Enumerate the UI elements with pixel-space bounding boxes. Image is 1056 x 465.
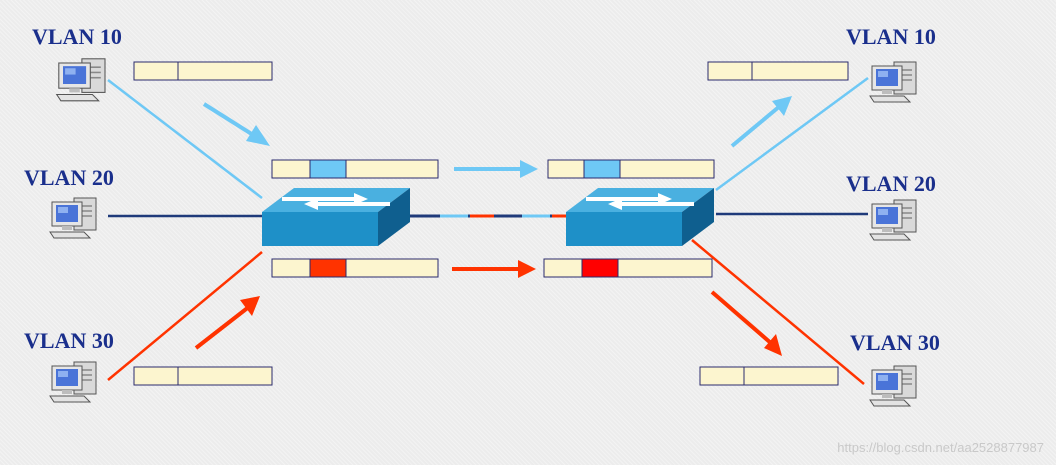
pc-icon-left-vlan20 xyxy=(49,197,97,239)
ethernet-frame-right-vlan30 xyxy=(699,366,839,386)
label-right-vlan20: VLAN 20 xyxy=(846,171,936,196)
link-right-vlan30 xyxy=(691,239,865,385)
link-left-vlan30 xyxy=(107,251,263,381)
ethernet-frame-left-vlan10 xyxy=(133,61,273,81)
arrow-icon-trunk-vlan10 xyxy=(454,160,538,178)
switch-icon-left xyxy=(262,188,410,246)
pc-icon-right-vlan20 xyxy=(869,199,917,241)
tagged-frame-right-vlan30 xyxy=(543,258,713,278)
pc-icon-left-vlan30 xyxy=(49,361,97,403)
vlan-tag-icon xyxy=(583,159,621,179)
arrow-icon-right-vlan30 xyxy=(710,290,782,356)
vlan-tag-icon xyxy=(309,258,347,278)
label-left-vlan20: VLAN 20 xyxy=(24,165,114,190)
pc-icon-left-vlan10 xyxy=(55,58,106,102)
tagged-frame-left-vlan30 xyxy=(271,258,439,278)
tagged-frame-left-vlan10 xyxy=(271,159,439,179)
label-left-vlan10: VLAN 10 xyxy=(32,24,122,49)
watermark: https://blog.csdn.net/aa2528877987 xyxy=(837,440,1044,455)
switch-icon-right xyxy=(566,188,714,246)
arrow-icon-right-vlan10 xyxy=(730,96,792,148)
arrow-icon-left-vlan30 xyxy=(194,296,260,350)
ethernet-frame-right-vlan10 xyxy=(707,61,849,81)
label-left-vlan30: VLAN 30 xyxy=(24,328,114,353)
pc-icon-right-vlan10 xyxy=(869,61,917,103)
link-left-vlan10 xyxy=(107,79,263,199)
arrow-icon-trunk-vlan30 xyxy=(452,260,536,278)
tagged-frame-right-vlan10 xyxy=(547,159,715,179)
pc-icon-right-vlan30 xyxy=(869,365,917,407)
arrow-icon-left-vlan10 xyxy=(202,102,270,146)
ethernet-frame-left-vlan30 xyxy=(133,366,273,386)
vlan-tag-icon xyxy=(309,159,347,179)
label-right-vlan30: VLAN 30 xyxy=(850,330,940,355)
link-right-vlan10 xyxy=(715,76,869,192)
vlan-tag-icon xyxy=(581,258,619,278)
label-right-vlan10: VLAN 10 xyxy=(846,24,936,49)
